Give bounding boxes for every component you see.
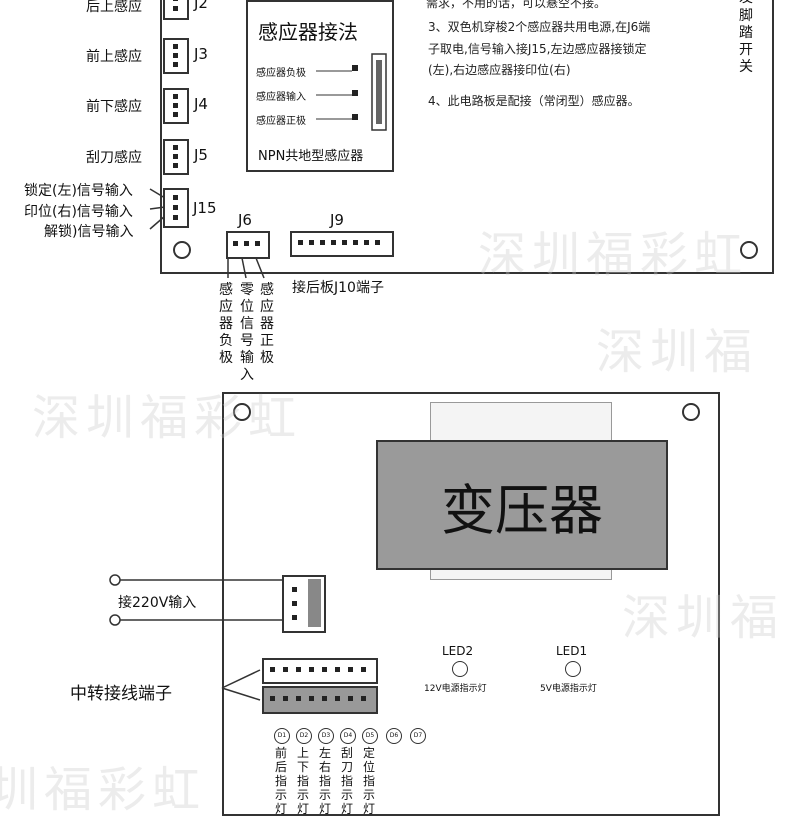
jack-label: J15 xyxy=(193,199,217,217)
j15-wires xyxy=(149,188,265,279)
sensor-connector xyxy=(163,139,189,175)
terminal-block-label: 中转接线端子 xyxy=(70,684,172,704)
mount-hole xyxy=(173,241,191,259)
sensor-label: 前下感应 xyxy=(86,99,142,115)
sensor-connector xyxy=(163,0,189,20)
indicator-label: 上下指示灯 xyxy=(296,746,309,816)
terminal-block-lower xyxy=(262,686,378,714)
wiring-box-row: 感应器输入 xyxy=(256,92,306,103)
mount-hole xyxy=(682,403,700,421)
j15-label-unlock: 解锁)信号输入 xyxy=(44,224,134,240)
jack-label: J2 xyxy=(194,0,208,12)
j6-connector xyxy=(226,231,270,259)
sensor-label: 前上感应 xyxy=(86,49,142,65)
jack-label: J3 xyxy=(194,45,208,63)
terminal-block-upper xyxy=(262,658,378,684)
led2-desc: 12V电源指示灯 xyxy=(424,684,487,694)
watermark: 深圳福 xyxy=(596,324,759,380)
note-line: 3、双色机穿梭2个感应器共用电源,在J6端 xyxy=(428,20,651,34)
indicator-dot: D1 xyxy=(274,728,290,744)
note-line: 4、此电路板是配接（常闭型）感应器。 xyxy=(428,94,640,108)
wiring-box-row: 感应器正极 xyxy=(256,116,306,127)
mount-hole xyxy=(740,241,758,259)
indicator-dot: D4 xyxy=(340,728,356,744)
indicator-label: 左右指示灯 xyxy=(318,746,331,816)
j9-note: 接后板J10端子 xyxy=(292,280,384,296)
mount-hole xyxy=(233,403,251,421)
sensor-wiring-box: 感应器接法 感应器负极 感应器输入 感应器正极 NPN共地型感应器 xyxy=(246,0,394,172)
j9-connector xyxy=(290,231,394,257)
indicator-label: 定位指示灯 xyxy=(362,746,375,816)
transformer: 变压器 xyxy=(376,440,668,570)
indicator-dot: D3 xyxy=(318,728,334,744)
j15-label-lock: 锁定(左)信号输入 xyxy=(24,183,133,199)
led2-indicator xyxy=(452,661,468,677)
j6-wire-label: 感应器正极 xyxy=(260,282,274,366)
input-220v-label: 接220V输入 xyxy=(118,595,197,611)
indicator-dot: D5 xyxy=(362,728,378,744)
wiring-box-footer: NPN共地型感应器 xyxy=(258,149,364,164)
indicator-label: 刮刀指示灯 xyxy=(340,746,353,816)
jack-label: J9 xyxy=(330,211,344,229)
transformer-label: 变压器 xyxy=(441,479,603,542)
note-line: 需求，不用的话，可以悬空不接。 xyxy=(426,0,607,10)
wiring-box-lines xyxy=(316,53,387,131)
indicator-dot: D6 xyxy=(386,728,402,744)
indicator-label: 前后指示灯 xyxy=(274,746,287,816)
j15-connector xyxy=(163,188,189,228)
wiring-box-row: 感应器负极 xyxy=(256,68,306,79)
led1-indicator xyxy=(565,661,581,677)
note-line: (左),右边感应器接印位(右) xyxy=(428,63,571,77)
led1-name: LED1 xyxy=(556,644,588,658)
led1-desc: 5V电源指示灯 xyxy=(540,684,597,694)
j6-wire-label: 零位信号输入 xyxy=(240,282,254,383)
note-line: 子取电,信号输入接J15,左边感应器接锁定 xyxy=(428,42,647,56)
j15-label-print: 印位(右)信号输入 xyxy=(24,204,133,220)
input-220v-connector xyxy=(282,575,326,633)
sensor-label: 后上感应 xyxy=(86,0,142,15)
indicator-dot: D2 xyxy=(296,728,312,744)
sensor-connector xyxy=(163,88,189,124)
led2-name: LED2 xyxy=(442,644,474,658)
jack-label: J6 xyxy=(238,211,252,229)
foot-switch-label: 脚踏开关 xyxy=(739,8,753,75)
jack-label: J4 xyxy=(194,95,208,113)
sensor-connector xyxy=(163,38,189,74)
j6-wire-label: 感应器负极 xyxy=(219,282,233,366)
side-partial-label: 发 xyxy=(738,0,754,7)
jack-label: J5 xyxy=(194,146,208,164)
sensor-label: 刮刀感应 xyxy=(86,150,142,166)
wiring-box-title: 感应器接法 xyxy=(258,20,358,44)
indicator-dot: D7 xyxy=(410,728,426,744)
